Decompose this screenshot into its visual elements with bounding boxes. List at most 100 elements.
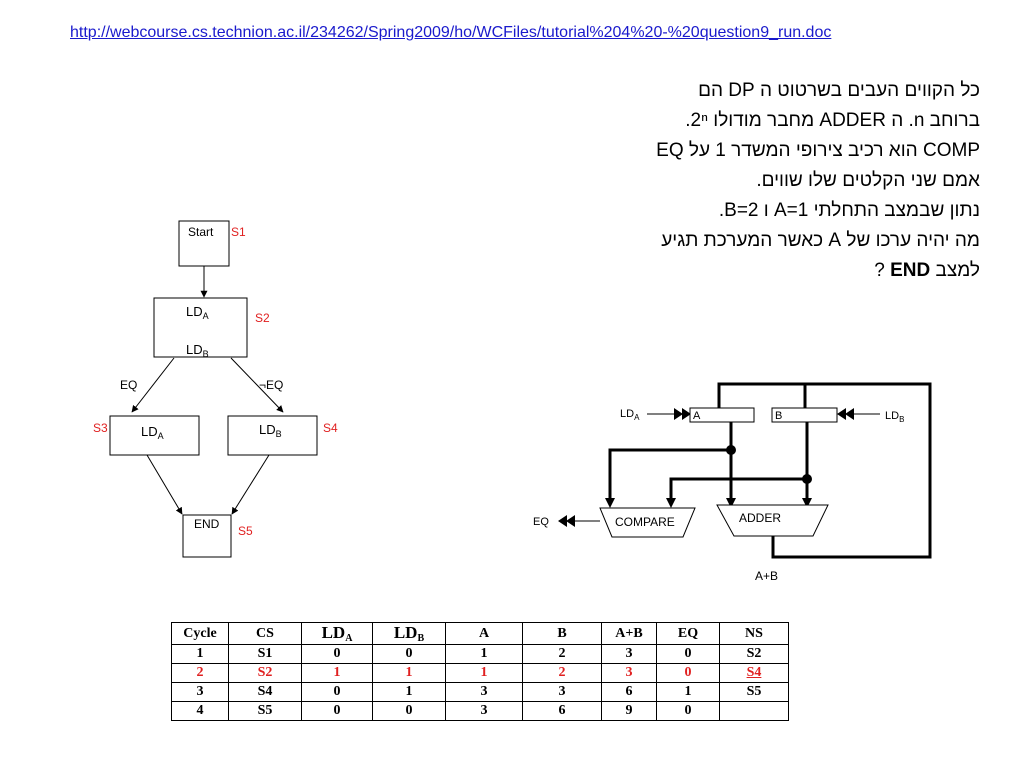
trace-table: Cycle CS LDA LDB A B A+B EQ NS 1 S1 0 0 … <box>171 622 789 721</box>
cell: 1 <box>372 682 446 702</box>
adder-label: ADDER <box>739 511 781 525</box>
cell: 9 <box>601 701 657 721</box>
cell: 3 <box>171 682 229 702</box>
cell: 2 <box>522 644 602 664</box>
adder-unit <box>716 504 829 537</box>
state-s3-lda: LDA <box>141 424 164 441</box>
state-s3-label: S3 <box>93 421 108 435</box>
table-row: 3 S4 0 1 3 3 6 1 S5 <box>171 682 789 702</box>
cell: 0 <box>301 644 373 664</box>
state-s4-label: S4 <box>323 421 338 435</box>
arrow-s2-s3 <box>131 357 175 413</box>
table-row: 1 S1 0 0 1 2 3 0 S2 <box>171 644 789 664</box>
lda-input-label: LDA <box>620 408 640 422</box>
state-s2-ldb: LDB <box>186 342 209 359</box>
ldb-clock-arrow <box>837 408 854 420</box>
header-lda: LDA <box>301 622 373 645</box>
cell: 1 <box>171 644 229 664</box>
header-cs: CS <box>228 622 302 645</box>
cell: 1 <box>445 644 523 664</box>
state-s1-label: S1 <box>231 225 246 239</box>
cell: 1 <box>372 663 446 683</box>
end-state-bold: END <box>890 260 931 281</box>
eq-output-label: EQ <box>533 516 549 528</box>
cell: 0 <box>656 663 720 683</box>
register-a <box>689 407 755 423</box>
state-s5-label: S5 <box>238 524 253 538</box>
question-line: ברוחב n. ה ADDER מחבר מודולו 2ⁿ. <box>685 110 980 131</box>
header-ns: NS <box>719 622 789 645</box>
state-s2-lda: LDA <box>186 304 209 321</box>
cell: S2 <box>228 663 302 683</box>
sum-label: A+B <box>755 569 778 583</box>
question-line: למצב END ? <box>874 260 980 281</box>
state-s4-ldb: LDB <box>259 422 282 439</box>
cell <box>719 701 789 721</box>
cell: S1 <box>228 644 302 664</box>
cell: 3 <box>445 682 523 702</box>
question-line: אמם שני הקלטים שלו שווים. <box>756 170 980 191</box>
state-s2-label: S2 <box>255 311 270 325</box>
table-row-highlighted: 2 S2 1 1 1 2 3 0 S4 <box>171 663 789 683</box>
arrow-s3-s5 <box>146 454 183 515</box>
cell: 0 <box>301 701 373 721</box>
state-start-label: Start <box>188 225 214 239</box>
state-s2-box <box>153 297 248 358</box>
eq-condition-label: EQ <box>120 378 137 392</box>
register-b-label: B <box>775 410 782 422</box>
arrow-s4-s5 <box>231 454 270 515</box>
header-cycle: Cycle <box>171 622 229 645</box>
state-end-label: END <box>194 517 220 531</box>
cell: 1 <box>301 663 373 683</box>
adder-in-a-arrow <box>726 498 736 508</box>
header-sum: A+B <box>601 622 657 645</box>
lda-clock-arrow <box>674 408 691 420</box>
cell: 3 <box>601 663 657 683</box>
datapath-diagram: LDA A B LDB COMPARE ADDER <box>533 382 932 583</box>
cell: 3 <box>601 644 657 664</box>
table-row: 4 S5 0 0 3 6 9 0 <box>171 701 789 721</box>
state-s3-box <box>109 415 200 456</box>
state-machine: Start S1 LDA LDB S2 EQ ¬EQ LDA S3 LDB S4… <box>93 220 338 558</box>
arrow-s2-s4 <box>230 357 284 413</box>
ldb-input-label: LDB <box>885 410 904 424</box>
cell: S5 <box>228 701 302 721</box>
header-a: A <box>445 622 523 645</box>
cell: 2 <box>171 663 229 683</box>
cell: 6 <box>522 701 602 721</box>
state-start-box <box>178 220 230 267</box>
a-to-compare-wire <box>608 448 731 505</box>
cell: S2 <box>719 644 789 664</box>
header-eq: EQ <box>656 622 720 645</box>
eq-output-arrow <box>558 515 575 527</box>
state-s4-box <box>227 415 318 456</box>
register-a-label: A <box>693 410 701 422</box>
b-to-compare-wire <box>669 477 807 505</box>
compare-label: COMPARE <box>615 515 675 529</box>
question-line: מה יהיה ערכו של A כאשר המערכת תגיע <box>661 230 980 251</box>
adder-in-b-arrow <box>802 498 812 508</box>
cell: 0 <box>656 701 720 721</box>
compare-unit <box>599 507 696 538</box>
cell: 1 <box>656 682 720 702</box>
cell: 0 <box>372 701 446 721</box>
feedback-wire <box>717 382 932 559</box>
cell: 1 <box>445 663 523 683</box>
question-line: נתון שבמצב התחלתי A=1 ו B=2. <box>718 200 980 221</box>
cell: 0 <box>656 644 720 664</box>
cell: 4 <box>171 701 229 721</box>
header-ldb: LDB <box>372 622 446 645</box>
cell: 0 <box>301 682 373 702</box>
header-b: B <box>522 622 602 645</box>
cell: 6 <box>601 682 657 702</box>
cell: S5 <box>719 682 789 702</box>
cell: 2 <box>522 663 602 683</box>
document-link[interactable]: http://webcourse.cs.technion.ac.il/23426… <box>70 24 832 41</box>
cell: 3 <box>522 682 602 702</box>
compare-in-a-arrow <box>605 498 615 508</box>
question-text: כל הקווים העבים בשרטוט ה DP הם ברוחב n. … <box>540 76 980 286</box>
compare-in-b-arrow <box>666 498 676 508</box>
state-s5-box <box>182 514 232 558</box>
cell: S4 <box>719 663 789 683</box>
